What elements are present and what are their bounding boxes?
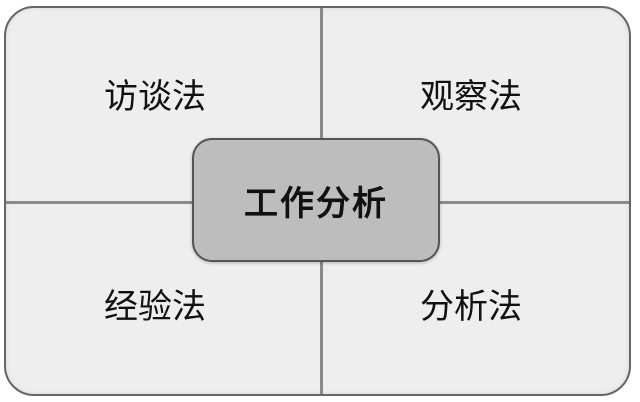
quadrant-label-top-right: 观察法 — [420, 77, 522, 117]
center-node-label: 工作分析 — [244, 183, 388, 224]
quadrant-label-bottom-left: 经验法 — [104, 287, 206, 327]
center-node: 工作分析 — [192, 138, 440, 262]
quadrant-label-bottom-right: 分析法 — [420, 287, 522, 327]
quadrant-label-top-left: 访谈法 — [104, 77, 206, 117]
